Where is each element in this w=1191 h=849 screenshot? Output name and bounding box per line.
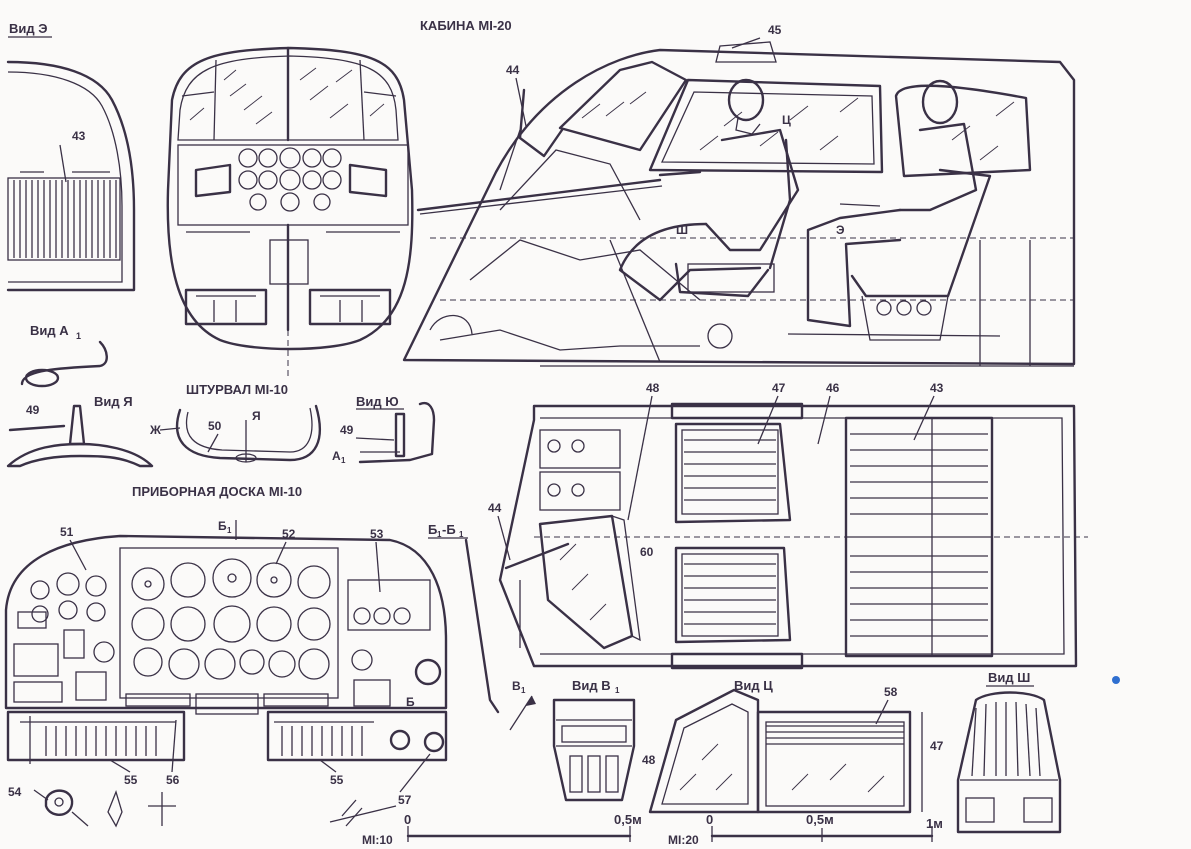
instrument-panel-drawing: Б 51 52: [4, 525, 448, 828]
view-ts-label: Вид Ц: [734, 678, 773, 693]
svg-text:1: 1: [521, 686, 526, 695]
view-a1-drawing: Вид А 1: [20, 323, 108, 388]
seat-sh-ribs: [971, 701, 1041, 777]
view-a1-label: Вид А: [30, 323, 69, 338]
mark-b1-panel: Б: [218, 519, 227, 533]
scale-bar-mi20: МI:20 0 0,5м 1м: [668, 812, 943, 847]
cabin-plan-view: 44 60 47 46 43 48: [488, 381, 1088, 670]
front-seat-ribs: [684, 439, 776, 625]
roof-rail-ribs: [766, 725, 904, 745]
svg-text:-Б: -Б: [442, 522, 456, 537]
callout-58: 58: [884, 685, 898, 699]
mark-a1: А: [332, 449, 341, 463]
callout-56: 56: [166, 773, 180, 787]
scale-mi10-start: 0: [404, 812, 411, 827]
left-switch-row: [20, 721, 176, 756]
yoke-drawing: Ж Я 50: [149, 404, 321, 463]
pilot-rear-figure: [806, 79, 992, 341]
view-ts-drawing: Вид Ц 58: [648, 678, 923, 814]
svg-text:1: 1: [437, 530, 442, 539]
view-e-label: Вид Э: [9, 21, 48, 36]
pilot-front-figure: [618, 78, 800, 302]
callout-54: 54: [8, 785, 22, 799]
callout-48-v1: 48: [642, 753, 656, 767]
view-yu-label: Вид Ю: [356, 394, 399, 409]
scale-mi20-mid: 0,5м: [806, 812, 834, 827]
callout-51: 51: [60, 525, 74, 539]
scale-mi20-name: МI:20: [668, 833, 699, 847]
scan-dot: [1112, 676, 1120, 684]
callout-55-left: 55: [124, 773, 138, 787]
mark-a1-sub: 1: [341, 456, 346, 465]
callout-47-plan: 47: [772, 381, 786, 395]
scale-mi20-start: 0: [706, 812, 713, 827]
mark-e-side: Э: [836, 223, 845, 237]
callout-43-view-e: 43: [72, 129, 86, 143]
callout-52: 52: [282, 527, 296, 541]
mark-b1-panel-sub: 1: [227, 526, 232, 535]
view-e-drawing: Вид Э 43: [6, 21, 136, 292]
callout-49-ya: 49: [26, 403, 40, 417]
scale-mi10-name: МI:10: [362, 833, 393, 847]
callout-48-plan: 48: [646, 381, 660, 395]
mark-zh: Ж: [149, 423, 161, 437]
cockpit-front-view: [166, 46, 414, 380]
view-ya-label: Вид Я: [94, 394, 133, 409]
view-v1-drawing: Вид В 1 48: [552, 678, 656, 802]
view-sh-label: Вид Ш: [988, 670, 1030, 685]
callout-47-sh: 47: [930, 739, 944, 753]
rear-bench-ribs: [850, 433, 988, 637]
callout-49-yu: 49: [340, 423, 354, 437]
scale-mi10-end: 0,5м: [614, 812, 642, 827]
svg-text:Б: Б: [428, 522, 437, 537]
right-switch-row: [274, 721, 445, 756]
callout-43-plan: 43: [930, 381, 944, 395]
svg-text:1: 1: [459, 530, 464, 539]
svg-text:В: В: [512, 679, 521, 693]
callout-57: 57: [398, 793, 412, 807]
section-b1-b1-label: Б 1 -Б 1: [428, 522, 500, 714]
view-v1-label: Вид В: [572, 678, 611, 693]
yoke-title: ШТУРВАЛ МI-10: [186, 382, 288, 397]
callout-53: 53: [370, 527, 384, 541]
view-a1-sub: 1: [76, 331, 81, 341]
callout-46: 46: [826, 381, 840, 395]
callout-55-right: 55: [330, 773, 344, 787]
mark-sh-side: Ш: [676, 223, 688, 237]
view-v1-sub: 1: [615, 686, 620, 695]
panel-gauge-grid: [131, 558, 331, 680]
scale-bar-mi10: МI:10 0 0,5м: [362, 812, 642, 847]
callout-50: 50: [208, 419, 222, 433]
view-ya-drawing: 49 Вид Я: [6, 394, 154, 468]
panel-title: ПРИБОРНАЯ ДОСКА МI-10: [132, 484, 302, 499]
cabin-title: КАБИНА МI-20: [420, 18, 512, 33]
mark-ts-side: Ц: [782, 113, 791, 127]
callout-60: 60: [640, 545, 654, 559]
seat-back-ribs: [13, 180, 117, 258]
view-v1-arrow: В 1: [509, 679, 536, 731]
callout-44-side: 44: [506, 63, 520, 77]
cabin-side-view: 44 45 Ц Ш Э: [402, 23, 1076, 367]
callout-44-plan: 44: [488, 501, 502, 515]
view-sh-drawing: Вид Ш 47: [930, 670, 1062, 834]
view-yu-drawing: Вид Ю 49 А 1: [332, 394, 436, 465]
front-panel-gauges: [238, 147, 342, 212]
callout-45-side: 45: [768, 23, 782, 37]
scale-mi20-end: 1м: [926, 816, 943, 831]
mark-b-panel: Б: [406, 695, 415, 709]
mark-ya: Я: [252, 409, 261, 423]
